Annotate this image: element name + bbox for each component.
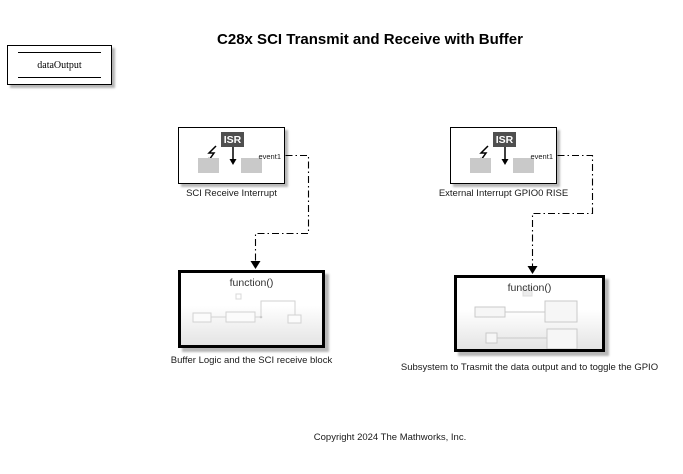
wire-arrowhead [250,261,261,269]
model-title: C28x SCI Transmit and Receive with Buffe… [217,31,523,48]
subsystem-thumbnail [474,287,578,349]
subsystem-caption: Subsystem to Trasmit the data output and… [400,362,659,373]
isr-block-sci-receive[interactable]: ISR event1 SCI Receive Interrupt [178,127,285,199]
isr-port-rect-right [513,158,534,173]
subsystem-caption: Buffer Logic and the SCI receive block [170,355,333,366]
data-store-block[interactable]: dataOutput [7,45,112,85]
data-store-label: dataOutput [37,59,82,71]
isr-port-rect-left [198,158,219,173]
subsystem-buffer-logic[interactable]: function() Buffer Logic and the SCI rece… [171,270,332,366]
isr-block-external-gpio0[interactable]: ISR event1 External Interrupt GPIO0 RISE [439,127,568,199]
down-arrow-icon [229,147,237,165]
wire-arrowhead [527,266,538,274]
data-store-top-line [18,52,101,53]
isr-port-rect-right [241,158,262,173]
function-call-header: function() [229,277,274,289]
isr-port-rect-left [470,158,491,173]
down-arrow-icon [501,147,509,165]
isr-badge: ISR [493,132,516,147]
isr-output-port-label: event1 [530,152,553,161]
isr-badge: ISR [221,132,244,147]
isr-output-port-label: event1 [258,152,281,161]
isr-block-caption: SCI Receive Interrupt [186,188,277,199]
subsystem-transmit-gpio[interactable]: function() Subsystem to Trasmit the data… [401,275,658,373]
data-store-bottom-line [18,77,101,78]
subsystem-thumbnail [192,293,302,324]
function-call-header: function() [507,282,552,294]
isr-block-caption: External Interrupt GPIO0 RISE [438,188,569,199]
copyright-annotation: Copyright 2024 The Mathworks, Inc. [313,432,467,443]
